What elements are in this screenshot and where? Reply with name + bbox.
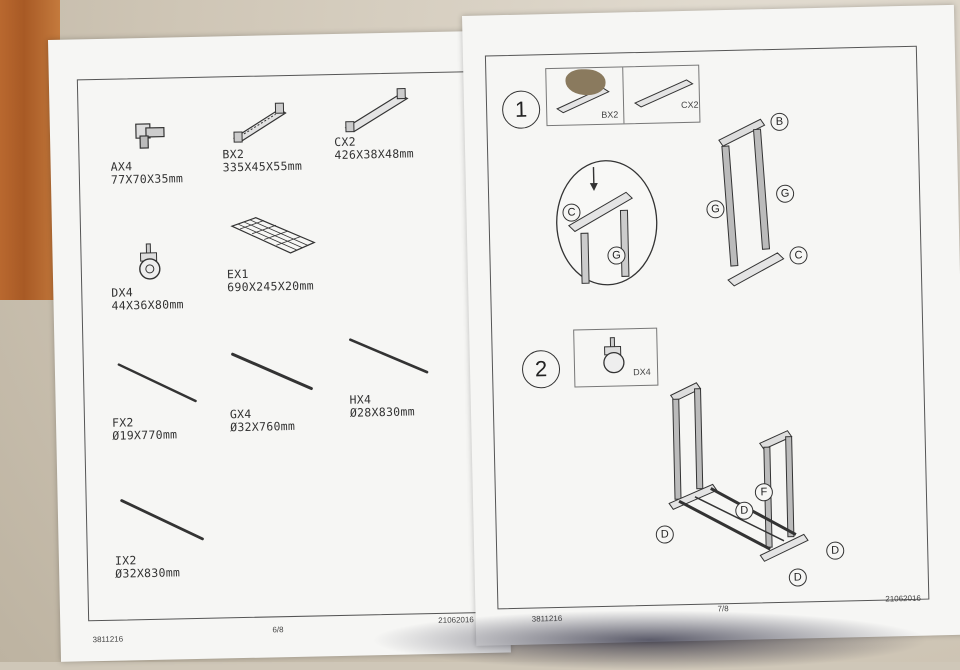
part-bx2-label: BX2 335X45X55mm <box>222 147 302 175</box>
part-dims: Ø32X830mm <box>115 566 180 580</box>
part-gx4-label: GX4 Ø32X760mm <box>230 407 296 434</box>
part-ex1-label: EX1 690X245X20mm <box>227 266 314 294</box>
footer-page-number: 6/8 <box>272 625 283 634</box>
caster-wheel-icon <box>598 335 629 376</box>
part-ax4-label: AX4 77X70X35mm <box>111 159 184 187</box>
part-dims: 335X45X55mm <box>223 160 303 175</box>
box-label-cx2: CX2 <box>681 100 699 110</box>
part-ix2-label: IX2 Ø32X830mm <box>115 553 181 580</box>
assembled-rack-drawing <box>662 378 826 572</box>
part-dx4-label: DX4 44X36X80mm <box>111 285 184 313</box>
box-label-bx2: BX2 <box>601 109 618 119</box>
manual-page-left: AX4 77X70X35mm BX2 335X45X55mm CX2 426X3… <box>48 31 511 662</box>
long-base-rail-icon <box>341 86 412 133</box>
part-dims: 77X70X35mm <box>111 172 184 187</box>
thin-rod-icon <box>117 361 198 407</box>
tube-icon <box>348 336 429 378</box>
part-dims: 44X36X80mm <box>111 298 184 313</box>
wire-grid-shelf-icon <box>228 214 319 260</box>
tube-icon <box>231 351 314 395</box>
footer-date-code: 21062016 <box>885 594 921 604</box>
detail-zoom-ellipse <box>553 158 660 288</box>
hinge-connector-icon <box>130 115 171 156</box>
tube-icon <box>120 497 205 545</box>
box-label-dx4: DX4 <box>633 367 651 377</box>
caster-wheel-icon <box>132 242 167 283</box>
phone-shadow <box>370 610 930 670</box>
part-cx2-label: CX2 426X38X48mm <box>334 134 414 162</box>
part-dims: Ø28X830mm <box>350 405 415 419</box>
short-rail-icon <box>229 99 290 144</box>
part-hx4-label: HX4 Ø28X830mm <box>349 392 415 419</box>
manual-page-right: 1 BX2 CX2 C G B G G C 2 <box>462 5 960 646</box>
part-dims: Ø32X760mm <box>230 420 295 434</box>
part-fx2-label: FX2 Ø19X770mm <box>112 415 178 442</box>
part-dims: 426X38X48mm <box>334 147 414 162</box>
step-2-parts-box: DX4 <box>573 328 658 388</box>
part-dims: Ø19X770mm <box>112 428 177 442</box>
footer-doc-number: 3811216 <box>92 635 123 645</box>
part-dims: 690X245X20mm <box>227 279 314 294</box>
